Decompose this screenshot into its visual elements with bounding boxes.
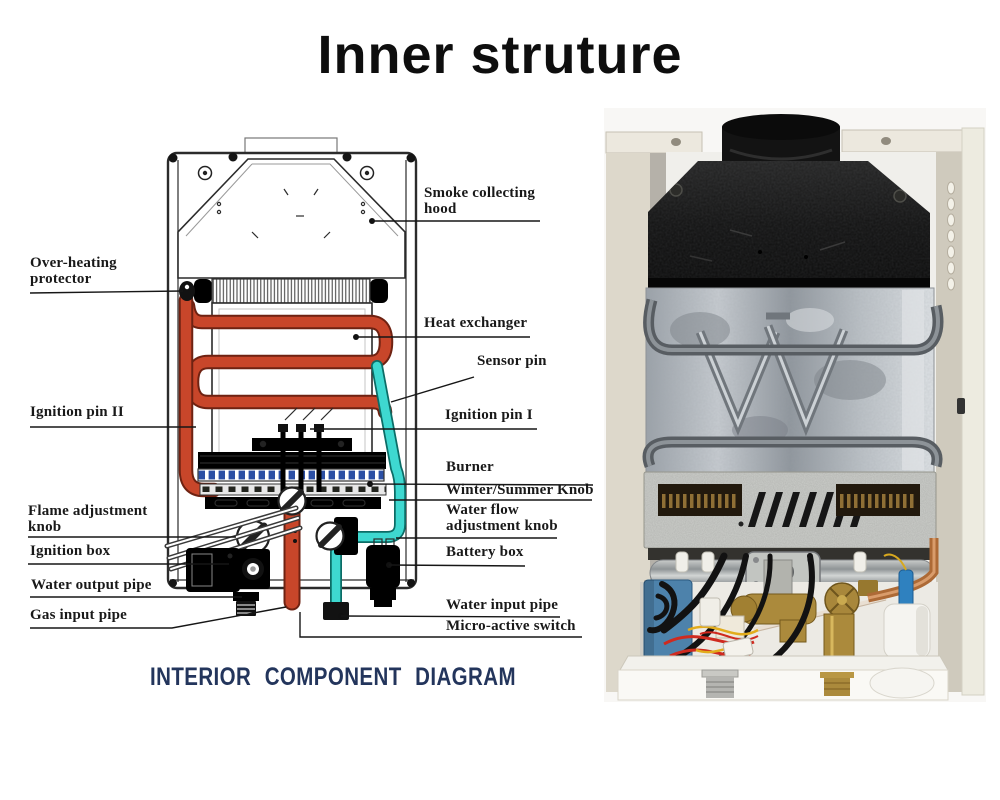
filter-bowl (869, 667, 935, 699)
label-water-flow-adjustment-knob: Water flow adjustment knob (446, 502, 558, 534)
over-heating-protector-part (179, 281, 195, 301)
water-flow-knob-drawing (315, 517, 358, 555)
label-winter-summer-knob: Winter/Summer Knob (446, 482, 594, 498)
label-smoke-collecting-hood: Smoke collecting hood (424, 185, 536, 217)
gas-inlet-fitting (701, 669, 739, 698)
water-output-fitting (233, 592, 259, 616)
pin (296, 424, 306, 492)
label-sensor-pin: Sensor pin (477, 353, 547, 369)
label-micro-active-switch: Micro-active switch (446, 618, 576, 634)
photo-lower-compartment (640, 538, 939, 679)
label-ignition-pin-ii: Ignition pin II (30, 404, 124, 420)
label-heat-exchanger: Heat exchanger (424, 315, 528, 331)
page-title: Inner struture (317, 25, 683, 85)
label-water-output-pipe: Water output pipe (31, 577, 152, 593)
photo-bottom-tray (617, 655, 949, 701)
interior-component-diagram (28, 137, 594, 638)
wire-connector (699, 597, 721, 627)
w-emboss (695, 312, 849, 437)
ignition-box-drawing (186, 548, 270, 592)
photo-burner (643, 471, 937, 549)
label-over-heating-protector: Over-heating protector (30, 255, 117, 287)
photo-smoke-hood (648, 161, 930, 288)
water-inlet-fitting-photo (820, 672, 854, 696)
flue-tab (244, 137, 338, 155)
diagram-caption: INTERIOR COMPONENT DIAGRAM (150, 663, 516, 691)
burner-window-right (836, 484, 920, 516)
label-ignition-box: Ignition box (30, 543, 111, 559)
product-photo (604, 108, 986, 702)
label-battery-box: Battery box (446, 544, 524, 560)
label-flame-adjustment-knob: Flame adjustment knob (28, 503, 148, 535)
burner-window-left (658, 484, 742, 516)
pin (314, 424, 324, 492)
label-burner: Burner (446, 459, 494, 475)
winter-summer-knob-drawing (277, 486, 307, 516)
side-latch (957, 398, 965, 414)
pin (278, 424, 288, 492)
ignition-and-sensor-pins (252, 407, 352, 492)
leader-lines (28, 218, 594, 638)
sensor-rod (753, 595, 887, 633)
label-water-input-pipe: Water input pipe (446, 597, 559, 613)
label-ignition-pin-i: Ignition pin I (445, 407, 533, 423)
photo-heat-exchanger (642, 287, 944, 473)
vent-holes (947, 181, 955, 291)
smoke-hood-drawing (177, 158, 406, 279)
label-gas-input-pipe: Gas input pipe (30, 607, 128, 623)
battery-box-drawing (366, 538, 400, 607)
water-inlet-fitting (323, 602, 349, 620)
